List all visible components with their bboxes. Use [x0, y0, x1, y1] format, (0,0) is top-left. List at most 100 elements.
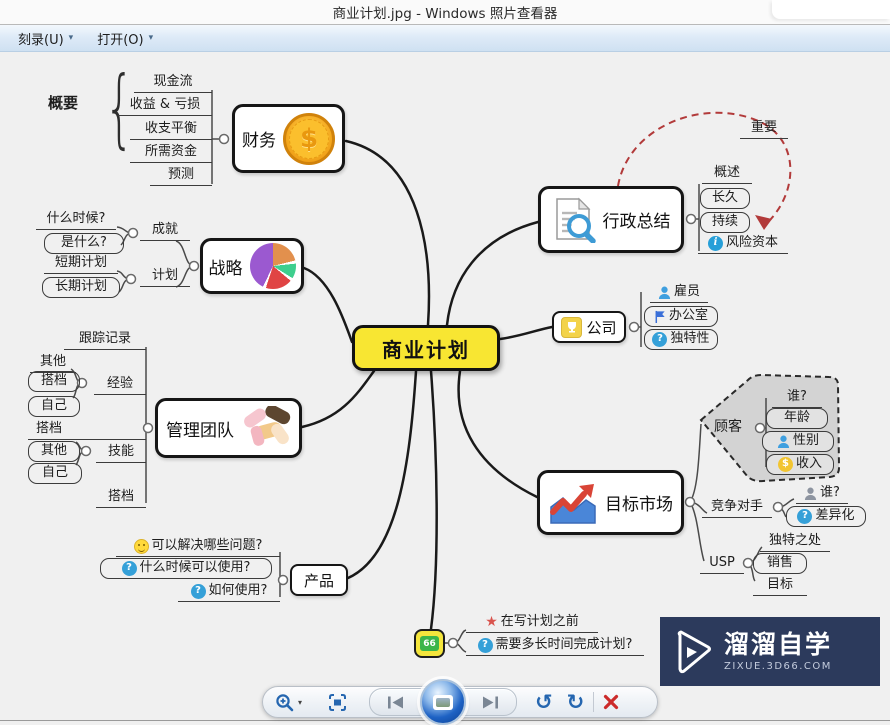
- question-icon: ?: [477, 637, 493, 653]
- rotate-cw-button[interactable]: ↻: [566, 689, 585, 714]
- plan-item: 长期计划: [42, 277, 120, 299]
- flag-icon: [654, 310, 666, 323]
- hands-icon: [241, 406, 291, 450]
- experience-label: 经验: [94, 375, 146, 396]
- play-logo-icon: [672, 629, 714, 675]
- note-item: ? 需要多长时间完成计划?: [466, 636, 644, 657]
- question-icon: ?: [797, 508, 813, 524]
- executive-item: 长久: [700, 188, 750, 210]
- chevron-down-icon: ▾: [68, 33, 74, 43]
- window-title: 商业计划.jpg - Windows 照片查看器: [332, 6, 558, 22]
- node-market: 目标市场: [537, 470, 684, 535]
- usp-label: USP: [700, 554, 744, 575]
- node-finance: 财务 $: [232, 104, 345, 173]
- node-company: 公司: [552, 311, 626, 343]
- customer-item: 性别: [762, 431, 834, 453]
- company-item: ? 独特性: [644, 329, 718, 351]
- quote-icon: 66: [414, 629, 445, 658]
- fit-icon: [329, 693, 347, 711]
- node-team: 管理团队: [155, 398, 302, 458]
- question-icon: ?: [652, 331, 668, 347]
- chevron-down-icon: ▾: [148, 33, 154, 43]
- photo-canvas: 概要 { 现金流 收益 & 亏损 收支平衡 所需资金 预测 财务 $ 行政总结 …: [0, 52, 890, 720]
- team-partner2: 搭档: [96, 488, 146, 509]
- finance-item: 收益 & 亏损: [118, 96, 212, 117]
- question-icon: ?: [190, 583, 206, 599]
- plan-item: 短期计划: [44, 254, 118, 275]
- important-arrowhead: [755, 215, 772, 230]
- node-executive: 行政总结: [538, 186, 684, 253]
- achieve-label: 成就: [140, 221, 190, 242]
- next-icon: [483, 696, 499, 708]
- skills-item: 自己: [28, 463, 82, 485]
- finance-item: 收支平衡: [130, 120, 212, 141]
- achieve-item: 什么时候?: [36, 210, 116, 231]
- chevron-down-icon: ▾: [298, 697, 303, 707]
- watermark-name: 溜溜自学: [724, 630, 833, 660]
- toolbar-divider: [593, 692, 595, 712]
- product-item: ? 什么时候可以使用?: [100, 558, 272, 580]
- competitor-item: 谁?: [796, 484, 848, 505]
- document-search-icon: [552, 197, 596, 243]
- company-item: 办公室: [644, 306, 718, 328]
- pie-chart-icon: [249, 243, 296, 289]
- watermark-site: ZIXUE.3D66.COM: [724, 660, 832, 672]
- executive-item: 概述: [702, 164, 752, 185]
- next-button[interactable]: [464, 690, 516, 714]
- finance-item: 所需资金: [130, 143, 212, 164]
- window-corner: [772, 0, 890, 19]
- previous-button[interactable]: [370, 690, 422, 714]
- overview-brace: {: [104, 58, 135, 158]
- magnifier-icon: [276, 693, 294, 711]
- menu-bar: 刻录(U) ▾ 打开(O) ▾: [0, 25, 890, 52]
- growth-chart-icon: [548, 481, 598, 525]
- info-icon: i: [707, 235, 723, 251]
- actual-size-button[interactable]: [328, 693, 347, 712]
- watermark: 溜溜自学 ZIXUE.3D66.COM: [660, 617, 880, 686]
- menu-open[interactable]: 打开(O) ▾: [97, 32, 154, 48]
- team-track: 跟踪记录: [64, 330, 146, 351]
- experience-item: 搭档: [28, 371, 80, 393]
- customer-label: 顾客: [714, 419, 742, 435]
- executive-item: i 风险资本: [698, 234, 788, 255]
- finance-item: 现金流: [134, 73, 212, 94]
- experience-item: 自己: [28, 396, 80, 418]
- product-item: 可以解决哪些问题?: [116, 537, 280, 558]
- picture-icon: [433, 694, 454, 710]
- person-icon: [658, 286, 671, 299]
- important-label: 重要: [740, 119, 788, 140]
- delete-button[interactable]: [603, 694, 619, 710]
- smiley-icon: [133, 538, 149, 554]
- zoom-button[interactable]: ▾: [275, 693, 302, 712]
- overview-label: 概要: [48, 94, 79, 112]
- important-arrow: [617, 111, 792, 225]
- rotate-ccw-button[interactable]: ↺: [535, 689, 553, 714]
- coin-icon: $: [283, 112, 335, 165]
- competitor-item: ? 差异化: [786, 506, 866, 528]
- title-bar: 商业计划.jpg - Windows 照片查看器: [0, 0, 890, 25]
- competitor-label: 竞争对手: [702, 498, 772, 519]
- team-partner: 搭档: [28, 420, 146, 441]
- usp-item: 目标: [753, 576, 807, 597]
- achieve-item: 是什么?: [44, 233, 124, 255]
- finance-item: 预测: [150, 166, 212, 187]
- usp-item: 销售: [753, 553, 807, 575]
- product-item: ? 如何使用?: [178, 582, 280, 603]
- delete-x-icon: [604, 694, 619, 710]
- trophy-icon: [561, 316, 583, 338]
- node-product: 产品: [290, 564, 348, 596]
- menu-burn[interactable]: 刻录(U) ▾: [18, 32, 74, 48]
- person-icon: [804, 487, 817, 500]
- skills-label: 技能: [96, 443, 146, 464]
- person-icon: [777, 435, 790, 448]
- customer-item: 年龄: [766, 408, 828, 430]
- executive-item: 持续: [700, 212, 750, 234]
- note-item: ★ 在写计划之前: [466, 613, 598, 634]
- nav-group: [369, 679, 518, 725]
- experience-item: 其他: [30, 353, 76, 374]
- company-item: 雇员: [650, 283, 708, 304]
- slideshow-button[interactable]: [420, 679, 467, 725]
- node-strategy: 战略: [200, 238, 304, 294]
- star-icon: ★: [485, 614, 498, 631]
